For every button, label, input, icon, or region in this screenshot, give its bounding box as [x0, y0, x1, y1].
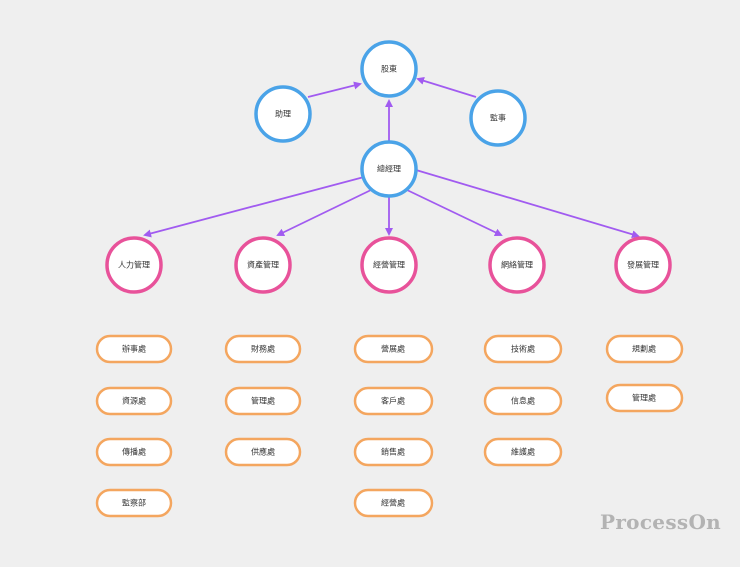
node-general-manager-label: 總經理: [377, 164, 401, 174]
edge-general-manager-to-hr-management: [143, 176, 365, 238]
office-box-hr-2: 資源處: [95, 386, 173, 416]
node-general-manager: 總經理: [360, 140, 418, 198]
office-label-operations-3: 銷售處: [381, 447, 405, 457]
office-label-operations-4: 經營處: [381, 498, 405, 508]
department-nodes: 人力管理 資產管理 經營管理 網絡管理 發展管理: [105, 236, 672, 294]
edge-assistant-to-shareholders: [307, 81, 362, 98]
edge-general-manager-to-development-management: [415, 169, 640, 239]
office-box-hr-4: 監察部: [95, 488, 173, 518]
office-box-operations-1: 營展處: [353, 334, 434, 364]
office-box-asset-1: 財務處: [224, 334, 302, 364]
node-supervisor: 監事: [469, 89, 527, 147]
node-shareholders-label: 股東: [381, 64, 397, 74]
office-box-hr-3: 傳播處: [95, 437, 173, 467]
office-label-hr-3: 傳播處: [122, 447, 146, 457]
processon-watermark: ProcessOn: [600, 510, 722, 534]
node-supervisor-label: 監事: [490, 113, 506, 123]
office-label-operations-2: 客戶處: [381, 396, 405, 406]
office-label-operations-1: 營展處: [381, 344, 405, 354]
office-label-network-1: 技術處: [511, 344, 535, 354]
office-label-asset-1: 財務處: [251, 344, 275, 354]
office-label-development-2: 管理處: [632, 393, 656, 403]
office-label-asset-2: 管理處: [251, 396, 275, 406]
department-hr-management: 人力管理: [105, 236, 163, 294]
office-label-network-3: 維護處: [511, 447, 535, 457]
office-box-development-2: 管理處: [605, 383, 684, 413]
office-label-asset-3: 供應處: [251, 447, 275, 457]
office-boxes: 辦事處 資源處 傳播處 監察部 財務處 管理處 供應處: [95, 334, 684, 518]
node-assistant-label: 助理: [275, 109, 291, 119]
node-assistant: 助理: [254, 85, 312, 143]
office-box-development-1: 規劃處: [605, 334, 684, 364]
department-asset-management: 資產管理: [234, 236, 292, 294]
department-network-management-label: 網絡管理: [501, 260, 533, 270]
department-operations-management-label: 經營管理: [373, 260, 405, 270]
office-box-operations-2: 客戶處: [353, 386, 434, 416]
office-box-operations-3: 銷售處: [353, 437, 434, 467]
office-label-network-2: 信息處: [511, 396, 535, 406]
department-operations-management: 經營管理: [360, 236, 418, 294]
edge-supervisor-to-shareholders: [416, 76, 477, 98]
edge-general-manager-to-asset-management: [276, 189, 372, 236]
office-box-network-1: 技術處: [483, 334, 563, 364]
office-label-hr-2: 資源處: [122, 396, 146, 406]
edge-general-manager-to-network-management: [406, 189, 503, 237]
office-box-network-2: 信息處: [483, 386, 563, 416]
top-level-nodes: 股東 助理 監事 總經理: [254, 40, 527, 198]
office-label-development-1: 規劃處: [632, 344, 656, 354]
office-box-asset-3: 供應處: [224, 437, 302, 467]
department-asset-management-label: 資產管理: [247, 260, 279, 270]
office-box-asset-2: 管理處: [224, 386, 302, 416]
department-development-management-label: 發展管理: [627, 260, 659, 270]
office-box-network-3: 維護處: [483, 437, 563, 467]
node-shareholders: 股東: [360, 40, 418, 98]
department-hr-management-label: 人力管理: [118, 260, 150, 270]
department-development-management: 發展管理: [614, 236, 672, 294]
department-network-management: 網絡管理: [488, 236, 546, 294]
office-box-operations-4: 經營處: [353, 488, 434, 518]
office-label-hr-1: 辦事處: [122, 344, 146, 354]
office-label-hr-4: 監察部: [122, 498, 146, 508]
office-box-hr-1: 辦事處: [95, 334, 173, 364]
connector-lines: [143, 76, 640, 239]
